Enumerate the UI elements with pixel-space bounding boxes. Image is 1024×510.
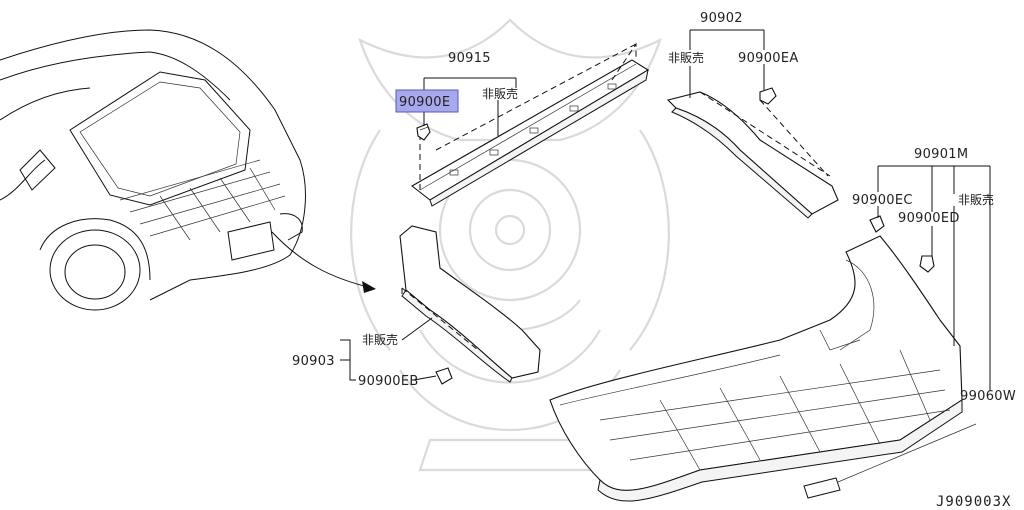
label-90902: 90902: [700, 11, 743, 26]
note-90902: 非販売: [668, 50, 704, 65]
label-90903: 90903: [292, 354, 335, 369]
finisher-strip-90915: [411, 42, 650, 207]
clip-90900EB: [435, 367, 453, 385]
diagram-code: J909003X: [936, 494, 1011, 510]
label-90900ED: 90900ED: [898, 211, 960, 226]
label-90900EB: 90900EB: [358, 374, 419, 389]
label-90900EC: 90900EC: [852, 193, 913, 208]
clip-90900EC: [869, 215, 885, 233]
car-body-illustration: [0, 29, 306, 311]
label-90900EA: 90900EA: [738, 51, 799, 66]
lower-trim-90903: [399, 225, 541, 383]
side-finisher-90902: [666, 91, 839, 219]
label-90900E[interactable]: 90900E: [399, 95, 450, 110]
luggage-trim-90901M: [549, 235, 963, 502]
cargo-floor-grid: [119, 159, 286, 241]
note-90901M: 非販売: [958, 192, 994, 207]
label-90901M: 90901M: [914, 147, 968, 162]
note-90915: 非販売: [482, 86, 518, 101]
trim-grid-lines: [599, 349, 951, 471]
strip-clip-holes: [449, 83, 617, 176]
highlight-box-90900E: [395, 89, 459, 113]
labels: 90915 90900E 非販売 90902 非販売 90900EA 90901…: [292, 11, 1016, 510]
reference-arrow: [271, 231, 376, 293]
clip-90900EA: [759, 87, 777, 105]
label-99060W: 99060W: [960, 389, 1016, 404]
ref-marker-99060W: [803, 423, 977, 499]
label-90915: 90915: [448, 51, 491, 66]
clip-90900E: [416, 123, 431, 141]
clip-90900ED: [919, 255, 935, 273]
leader-lines: [340, 29, 991, 390]
note-90903: 非販売: [362, 332, 398, 347]
